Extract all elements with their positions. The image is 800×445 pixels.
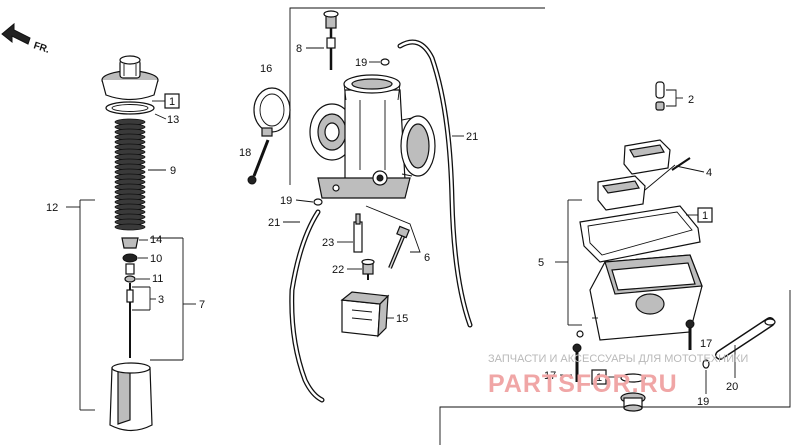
callout-4: 4 <box>675 165 712 179</box>
svg-text:12: 12 <box>46 202 58 214</box>
jet-6-bracket <box>365 205 421 253</box>
watermark-line2: PARTSFOR.RU <box>488 370 678 398</box>
callout-17b: 17 <box>544 370 572 382</box>
callout-12: 12 <box>46 202 58 214</box>
screw-8 <box>323 10 339 70</box>
svg-text:13: 13 <box>167 114 179 126</box>
float-4 <box>597 139 691 211</box>
callout-15: 15 <box>386 313 408 325</box>
assembly-outline-12 <box>66 199 95 411</box>
cap-gasket <box>105 101 155 115</box>
callout-17a: 17 <box>700 338 712 350</box>
svg-text:14: 14 <box>150 234 162 246</box>
callout-16: 16 <box>260 63 272 75</box>
vent-hose-21-left <box>289 209 325 403</box>
svg-text:11: 11 <box>152 273 163 285</box>
screw-18 <box>247 139 270 185</box>
assembly-outline-5 <box>555 199 582 326</box>
svg-text:18: 18 <box>239 147 251 159</box>
callout-23: 23 <box>322 237 353 249</box>
float-valve-2 <box>655 81 683 111</box>
callout-13: 13 <box>154 113 179 126</box>
clip-19-middle <box>313 198 323 206</box>
svg-text:2: 2 <box>688 94 694 106</box>
bowl-screw-17-right <box>685 319 695 350</box>
svg-text:21: 21 <box>268 217 280 229</box>
callout-1a: 1 <box>152 93 180 109</box>
drain-plug <box>620 373 646 412</box>
svg-text:6: 6 <box>424 252 430 264</box>
svg-text:1: 1 <box>169 96 175 108</box>
callout-11: 11 <box>136 273 163 285</box>
svg-text:19: 19 <box>355 57 367 69</box>
overflow-tube-20 <box>702 317 776 369</box>
callout-5: 5 <box>538 257 544 269</box>
callout-7: 7 <box>199 299 205 311</box>
chamber-gasket <box>579 205 701 263</box>
callout-22: 22 <box>332 264 362 276</box>
front-direction-arrow: FR. <box>1 22 51 56</box>
svg-text:17: 17 <box>544 370 556 382</box>
band-clamp-16 <box>253 87 291 137</box>
svg-text:8: 8 <box>296 43 302 55</box>
callout-1c: 1 <box>591 369 620 385</box>
svg-text:15: 15 <box>396 313 408 325</box>
accelerator-valve-15 <box>340 291 390 338</box>
callout-20: 20 <box>726 345 738 393</box>
callout-19c: 19 <box>697 370 709 408</box>
callout-1b: 1 <box>686 207 713 223</box>
assembly-outline-7 <box>150 237 196 361</box>
callout-6: 6 <box>424 252 430 264</box>
svg-text:22: 22 <box>332 264 344 276</box>
callout-14: 14 <box>139 234 162 246</box>
top-cap-13 <box>101 55 159 101</box>
callout-2: 2 <box>688 94 694 106</box>
svg-text:16: 16 <box>260 63 272 75</box>
svg-text:19: 19 <box>280 195 292 207</box>
vent-hose-21-right <box>397 39 473 328</box>
callout-3: 3 <box>132 286 164 311</box>
jet-holder-6 <box>388 225 410 269</box>
svg-text:3: 3 <box>158 294 164 306</box>
callout-19a: 19 <box>355 57 380 69</box>
valve-parts <box>121 237 139 283</box>
svg-text:10: 10 <box>150 253 162 265</box>
center-group-outline <box>289 7 791 445</box>
watermark: ЗАПЧАСТИ И АКСЕССУАРЫ ДЛЯ МОТОТЕХНИКИ PA… <box>488 353 748 398</box>
svg-text:23: 23 <box>322 237 334 249</box>
watermark-line1: ЗАПЧАСТИ И АКСЕССУАРЫ ДЛЯ МОТОТЕХНИКИ <box>488 353 748 365</box>
svg-text:9: 9 <box>170 165 176 177</box>
pilot-jet-23 <box>353 213 363 253</box>
float-bowl <box>576 254 703 341</box>
callout-9: 9 <box>148 165 176 177</box>
direction-label: FR. <box>32 40 51 56</box>
throttle-valve <box>109 362 153 432</box>
main-jet-22 <box>361 258 375 280</box>
callout-8: 8 <box>296 43 324 55</box>
svg-text:17: 17 <box>700 338 712 350</box>
carburetor-body <box>309 74 436 199</box>
spring-coil <box>114 223 146 231</box>
callout-10: 10 <box>138 253 162 265</box>
jet-needle-3 <box>126 283 134 358</box>
clip-19-top <box>380 58 390 66</box>
svg-text:7: 7 <box>199 299 205 311</box>
svg-text:19: 19 <box>697 396 709 408</box>
svg-text:5: 5 <box>538 257 544 269</box>
svg-text:1: 1 <box>702 210 708 222</box>
svg-text:21: 21 <box>466 131 478 143</box>
callout-18: 18 <box>239 147 251 159</box>
svg-text:1: 1 <box>596 372 602 384</box>
svg-text:4: 4 <box>706 167 712 179</box>
callout-21b: 21 <box>268 217 300 229</box>
callout-19b: 19 <box>280 195 314 207</box>
callout-21a: 21 <box>452 131 478 143</box>
throttle-spring-9 <box>114 118 146 231</box>
bowl-screw-17-bottom <box>572 343 582 382</box>
svg-text:20: 20 <box>726 381 738 393</box>
